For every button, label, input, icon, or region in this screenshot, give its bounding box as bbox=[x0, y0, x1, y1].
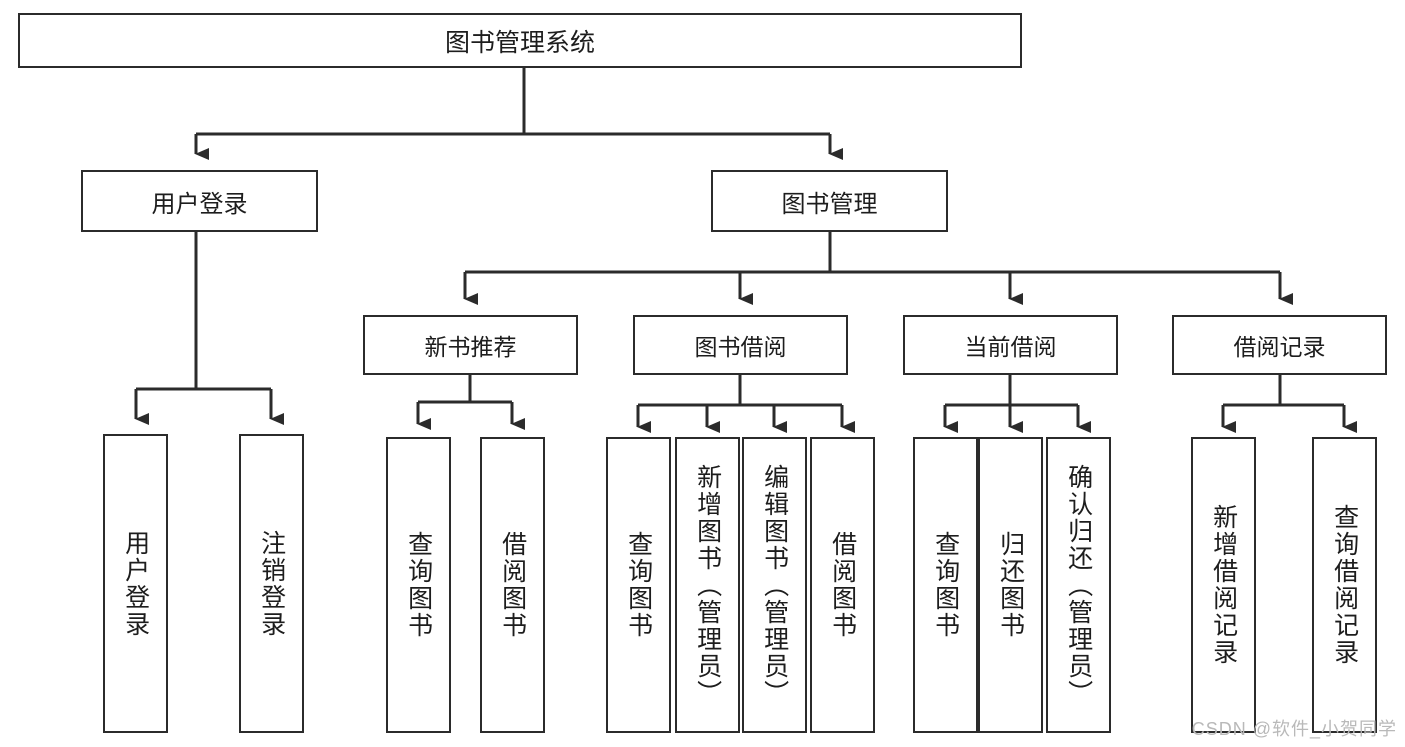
leaf-label: 确认归还（管理员） bbox=[1064, 463, 1093, 707]
csdn-watermark: CSDN @软件_小贺同学 bbox=[1191, 719, 1397, 739]
node-current-borrow[interactable]: 当前借阅 bbox=[903, 315, 1118, 375]
node-current-borrow-label: 当前借阅 bbox=[964, 334, 1057, 360]
leaf-label: 编辑图书（管理员） bbox=[760, 463, 789, 707]
node-user-login-label: 用户登录 bbox=[151, 190, 248, 218]
node-borrow-record[interactable]: 借阅记录 bbox=[1172, 315, 1387, 375]
leaf-borrow-record-add-record[interactable]: 新增借阅记录 bbox=[1191, 437, 1256, 733]
node-book-management[interactable]: 图书管理 bbox=[711, 170, 948, 232]
leaf-label: 用户登录 bbox=[121, 529, 150, 638]
node-new-book-recommend-label: 新书推荐 bbox=[424, 334, 517, 360]
node-user-login[interactable]: 用户登录 bbox=[81, 170, 318, 232]
node-root[interactable]: 图书管理系统 bbox=[18, 13, 1022, 68]
leaf-user-login-login[interactable]: 用户登录 bbox=[103, 434, 168, 733]
node-new-book-recommend[interactable]: 新书推荐 bbox=[363, 315, 578, 375]
leaf-book-borrow-borrow-book[interactable]: 借阅图书 bbox=[810, 437, 875, 733]
leaf-current-borrow-query-book[interactable]: 查询图书 bbox=[913, 437, 978, 733]
leaf-book-borrow-add-book[interactable]: 新增图书（管理员） bbox=[675, 437, 740, 733]
leaf-label: 查询借阅记录 bbox=[1330, 504, 1359, 666]
leaf-borrow-record-query-record[interactable]: 查询借阅记录 bbox=[1312, 437, 1377, 733]
leaf-label: 新增图书（管理员） bbox=[693, 463, 722, 707]
leaf-label: 归还图书 bbox=[996, 531, 1025, 639]
leaf-label: 查询图书 bbox=[931, 531, 960, 639]
leaf-label: 借阅图书 bbox=[498, 531, 527, 639]
node-book-borrow-label: 图书借阅 bbox=[694, 334, 787, 360]
leaf-current-borrow-return-book[interactable]: 归还图书 bbox=[978, 437, 1043, 733]
leaf-book-borrow-query-book[interactable]: 查询图书 bbox=[606, 437, 671, 733]
node-book-borrow[interactable]: 图书借阅 bbox=[633, 315, 848, 375]
leaf-label: 借阅图书 bbox=[828, 531, 857, 639]
leaf-new-book-borrow-book[interactable]: 借阅图书 bbox=[480, 437, 545, 733]
leaf-user-login-logout[interactable]: 注销登录 bbox=[239, 434, 304, 733]
node-root-label: 图书管理系统 bbox=[444, 28, 595, 57]
node-borrow-record-label: 借阅记录 bbox=[1233, 334, 1326, 360]
leaf-label: 查询图书 bbox=[404, 531, 433, 639]
leaf-book-borrow-edit-book[interactable]: 编辑图书（管理员） bbox=[742, 437, 807, 733]
leaf-label: 查询图书 bbox=[624, 531, 653, 639]
leaf-label: 新增借阅记录 bbox=[1209, 504, 1238, 666]
node-book-management-label: 图书管理 bbox=[781, 190, 878, 218]
leaf-label: 注销登录 bbox=[257, 529, 286, 638]
leaf-current-borrow-confirm-return[interactable]: 确认归还（管理员） bbox=[1046, 437, 1111, 733]
leaf-new-book-query-book[interactable]: 查询图书 bbox=[386, 437, 451, 733]
